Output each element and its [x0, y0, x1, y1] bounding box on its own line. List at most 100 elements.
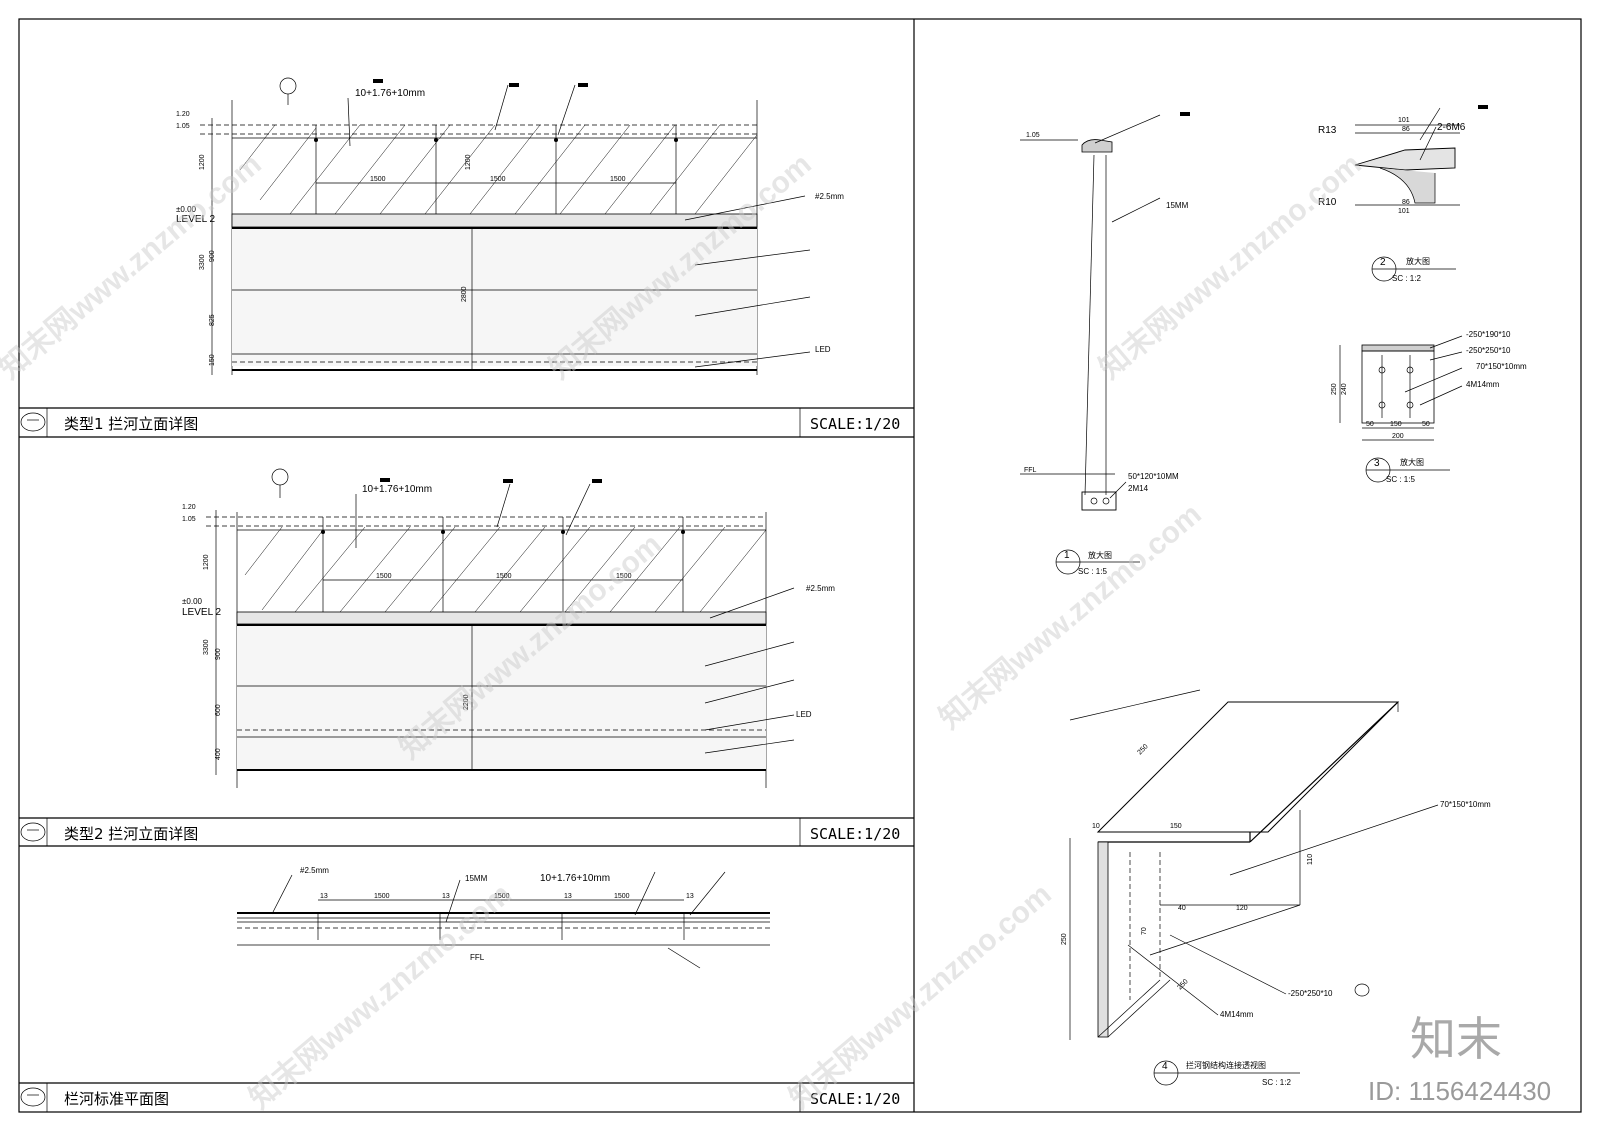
type1-span-1: 1500 [370, 176, 386, 183]
detail4-dim-110: 110 [1307, 854, 1314, 865]
detail3-label-4: 4M14mm [1466, 380, 1500, 389]
plan-steel-label: #2.5mm [300, 866, 329, 875]
detail3-dim-240: 240 [1341, 383, 1348, 395]
watermark-text-3: 知末网www.znzmo.com [1093, 148, 1367, 386]
detail3-label-1: -250*190*10 [1466, 330, 1511, 339]
type2-dim-900: 900 [215, 648, 222, 660]
type2-level-105: 1.05 [182, 516, 196, 523]
plan-span-1: 13 [320, 893, 328, 900]
type2-level-000: ±0.00 [182, 597, 203, 606]
plan-span-4: 1500 [494, 893, 510, 900]
plan-section-label: 15MM [465, 874, 488, 883]
detail4-dim-250-diag: 250 [1176, 978, 1189, 991]
detail2-dim-101-top: 101 [1398, 117, 1410, 124]
detail4-dim-250-left: 250 [1061, 933, 1068, 945]
detail2-dim-101-bot: 101 [1398, 208, 1410, 215]
type1-dim-900: 900 [209, 250, 216, 262]
type2-glass-label: 10+1.76+10mm [362, 484, 432, 495]
type1-mid-dim-2800: 2800 [461, 286, 468, 302]
detail3-title: 放大图 [1400, 457, 1424, 467]
detail2-scale: SC : 1:2 [1392, 274, 1421, 283]
detail3-dim-200: 200 [1392, 433, 1404, 440]
detail2-title: 放大图 [1406, 256, 1430, 266]
type1-glass-label: 10+1.76+10mm [355, 88, 425, 99]
type1-dim-3300: 3300 [199, 254, 206, 270]
detail2-dim-86-bot: 86 [1402, 199, 1410, 206]
detail4-dim-70: 70 [1141, 927, 1148, 935]
type1-elevation: 1500 1500 1500 1.20 1.05 ±0.00 LEVEL 2 1… [176, 77, 844, 375]
type2-scale: SCALE:1/20 [810, 825, 900, 843]
plan-span-7: 13 [686, 893, 694, 900]
type2-elevation: 1500 1500 1500 1.20 1.05 ±0.00 LEVEL 2 1… [182, 468, 835, 788]
type1-dim-1200: 1200 [199, 154, 206, 170]
detail4-label-2: -250*250*10 [1288, 989, 1333, 998]
detail3-label-3: 70*150*10mm [1476, 362, 1527, 371]
detail4-num: 4 [1162, 1061, 1168, 1072]
detail4-title: 拦河钢结构连接透视图 [1186, 1060, 1266, 1070]
detail3-scale: SC : 1:5 [1386, 475, 1415, 484]
detail4-scale: SC : 1:2 [1262, 1078, 1291, 1087]
plan-glass-label: 10+1.76+10mm [540, 873, 610, 884]
type2-dim-3300: 3300 [203, 639, 210, 655]
detail2-handrail: 101 86 101 86 R13 R10 2-6M6 2 放大图 SC : 1… [1318, 105, 1488, 283]
type1-level-000: ±0.00 [176, 205, 197, 214]
plan-title: 栏河标准平面图 [64, 1090, 169, 1108]
type1-level-120: 1.20 [176, 111, 190, 118]
type1-level-name: LEVEL 2 [176, 214, 216, 225]
type1-dim-150: 150 [209, 354, 216, 366]
detail4-perspective: 250 10 150 40 120 110 250 250 70 70*150*… [1061, 689, 1491, 1087]
type2-span-2: 1500 [496, 573, 512, 580]
detail3-plate: 250 240 50 150 50 200 -250*190*10 -250*2… [1331, 330, 1527, 484]
plan-span-6: 1500 [614, 893, 630, 900]
detail4-dim-40: 40 [1178, 905, 1186, 912]
detail1-scale: SC : 1:5 [1078, 567, 1107, 576]
detail1-level-top: 1.05 [1026, 132, 1040, 139]
detail1-plate-label: 50*120*10MM [1128, 472, 1179, 481]
watermark-text-6: 知末网www.znzmo.com [783, 878, 1057, 1116]
detail3-dim-50a: 50 [1366, 421, 1374, 428]
type1-mid-dim-1200: 1200 [465, 154, 472, 170]
detail4-label-3: 4M14mm [1220, 1010, 1254, 1019]
detail3-num: 3 [1374, 458, 1380, 469]
detail4-dim-250-top: 250 [1136, 743, 1149, 756]
detail3-dim-50b: 50 [1422, 421, 1430, 428]
detail1-bolt-label: 2M14 [1128, 484, 1149, 493]
plan-scale: SCALE:1/20 [810, 1090, 900, 1108]
detail1-level-bottom: FFL [1024, 467, 1037, 474]
title-bar-type2: 类型2 拦河立面详图 SCALE:1/20 [20, 818, 900, 846]
title-bar-plan: 栏河标准平面图 SCALE:1/20 [20, 1083, 900, 1112]
type2-dim-1200: 1200 [203, 554, 210, 570]
detail4-dim-120: 120 [1236, 905, 1248, 912]
detail4-dim-150: 150 [1170, 823, 1182, 830]
type1-led-label: LED [815, 345, 831, 354]
type2-dim-600: 600 [215, 704, 222, 716]
type1-level-105: 1.05 [176, 123, 190, 130]
type1-steel-label: #2.5mm [815, 192, 844, 201]
plan-ffl: FFL [470, 953, 485, 962]
title-bar-type1: 类型1 拦河立面详图 SCALE:1/20 [20, 408, 900, 437]
watermark-text-5: 知末网www.znzmo.com [933, 498, 1207, 736]
detail3-dim-250: 250 [1331, 383, 1338, 395]
detail2-num: 2 [1380, 257, 1386, 268]
detail3-dim-150: 150 [1390, 421, 1402, 428]
watermark-text-1: 知末网www.znzmo.com [0, 148, 268, 386]
type2-span-1: 1500 [376, 573, 392, 580]
detail2-r10: R10 [1318, 197, 1337, 208]
detail2-screw-label: 2-6M6 [1437, 122, 1466, 133]
type2-mid-dim-2200: 2200 [463, 694, 470, 710]
type2-level-name: LEVEL 2 [182, 607, 222, 618]
detail2-r13: R13 [1318, 125, 1337, 136]
watermark-brand: 知末 [1410, 1012, 1502, 1066]
type2-steel-label: #2.5mm [806, 584, 835, 593]
type1-dim-825: 825 [209, 314, 216, 326]
detail1-rail-label: 15MM [1166, 201, 1189, 210]
detail1-section: 1.05 FFL 15MM 50*120*10MM 2M14 1 放大图 SC … [1020, 112, 1190, 576]
watermark-id: ID: 1156424430 [1368, 1076, 1551, 1106]
type1-span-2: 1500 [490, 176, 506, 183]
railing-plan: 13 1500 13 1500 13 1500 13 #2.5mm 15MM 1… [237, 866, 770, 969]
plan-span-5: 13 [564, 893, 572, 900]
detail2-dim-86-top: 86 [1402, 126, 1410, 133]
detail4-label-1: 70*150*10mm [1440, 800, 1491, 809]
detail1-title: 放大图 [1088, 550, 1112, 560]
